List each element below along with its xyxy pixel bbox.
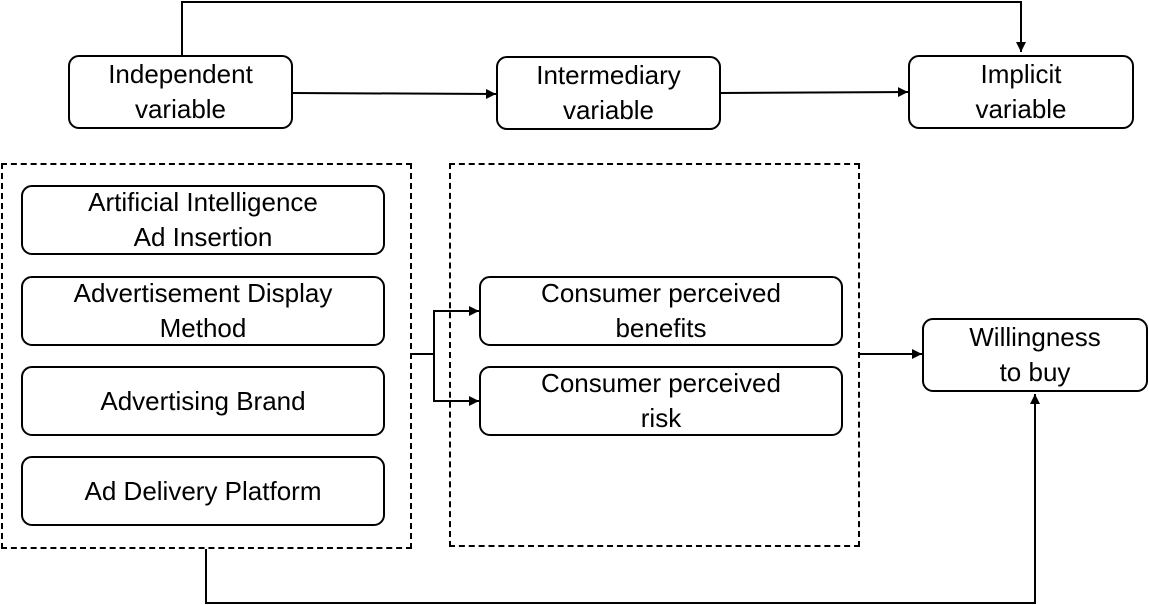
perceived-benefits-label-line1: Consumer perceived (541, 278, 781, 308)
ad-display-method-label-line1: Advertisement Display (73, 278, 333, 308)
ai-ad-insertion-box: Artificial Intelligence Ad Insertion (21, 185, 385, 255)
ad-delivery-platform-box: Ad Delivery Platform (21, 456, 385, 526)
ad-display-method-label-line2: Method (159, 313, 247, 343)
implicit-variable-box: Implicit variable (908, 55, 1134, 129)
perceived-benefits-box: Consumer perceived benefits (479, 276, 843, 346)
ad-display-method-box: Advertisement Display Method (21, 276, 385, 346)
ad-delivery-platform-label: Ad Delivery Platform (84, 475, 322, 506)
ai-ad-insertion-label-line1: Artificial Intelligence (88, 187, 318, 217)
arrow-to-perceived-risk (433, 354, 479, 406)
intermediary-variable-box: Intermediary variable (496, 56, 721, 130)
willingness-to-buy-label-line2: to buy (999, 357, 1071, 387)
implicit-variable-label-line2: variable (975, 94, 1067, 124)
independent-variable-label-line2: variable (134, 94, 227, 124)
perceived-benefits-label-line2: benefits (615, 313, 707, 343)
mediating-variables-group (449, 163, 860, 547)
implicit-variable-label-line1: Implicit (980, 59, 1062, 89)
perceived-risk-label-line2: risk (640, 403, 682, 433)
perceived-risk-label-line1: Consumer perceived (541, 368, 781, 398)
independent-variable-box: Independent variable (68, 55, 293, 129)
intermediary-variable-label-line1: Intermediary (536, 60, 681, 90)
advertising-brand-box: Advertising Brand (21, 366, 385, 436)
willingness-to-buy-label-line1: Willingness (969, 322, 1101, 352)
advertising-brand-label: Advertising Brand (100, 385, 306, 416)
perceived-risk-box: Consumer perceived risk (479, 366, 843, 436)
arrow-to-perceived-benefits (433, 306, 479, 354)
independent-variables-group (1, 163, 412, 549)
arrow-independent-group-to-willingness-bottom (205, 394, 1040, 604)
willingness-to-buy-box: Willingness to buy (922, 318, 1148, 392)
arrow-independent-to-implicit-top (181, 1, 1026, 55)
intermediary-variable-label-line2: variable (562, 95, 655, 125)
independent-variable-label-line1: Independent (108, 59, 253, 89)
arrow-independent-to-intermediary (292, 88, 497, 99)
arrow-intermediary-to-implicit (720, 87, 909, 98)
ai-ad-insertion-label-line2: Ad Insertion (133, 222, 273, 252)
